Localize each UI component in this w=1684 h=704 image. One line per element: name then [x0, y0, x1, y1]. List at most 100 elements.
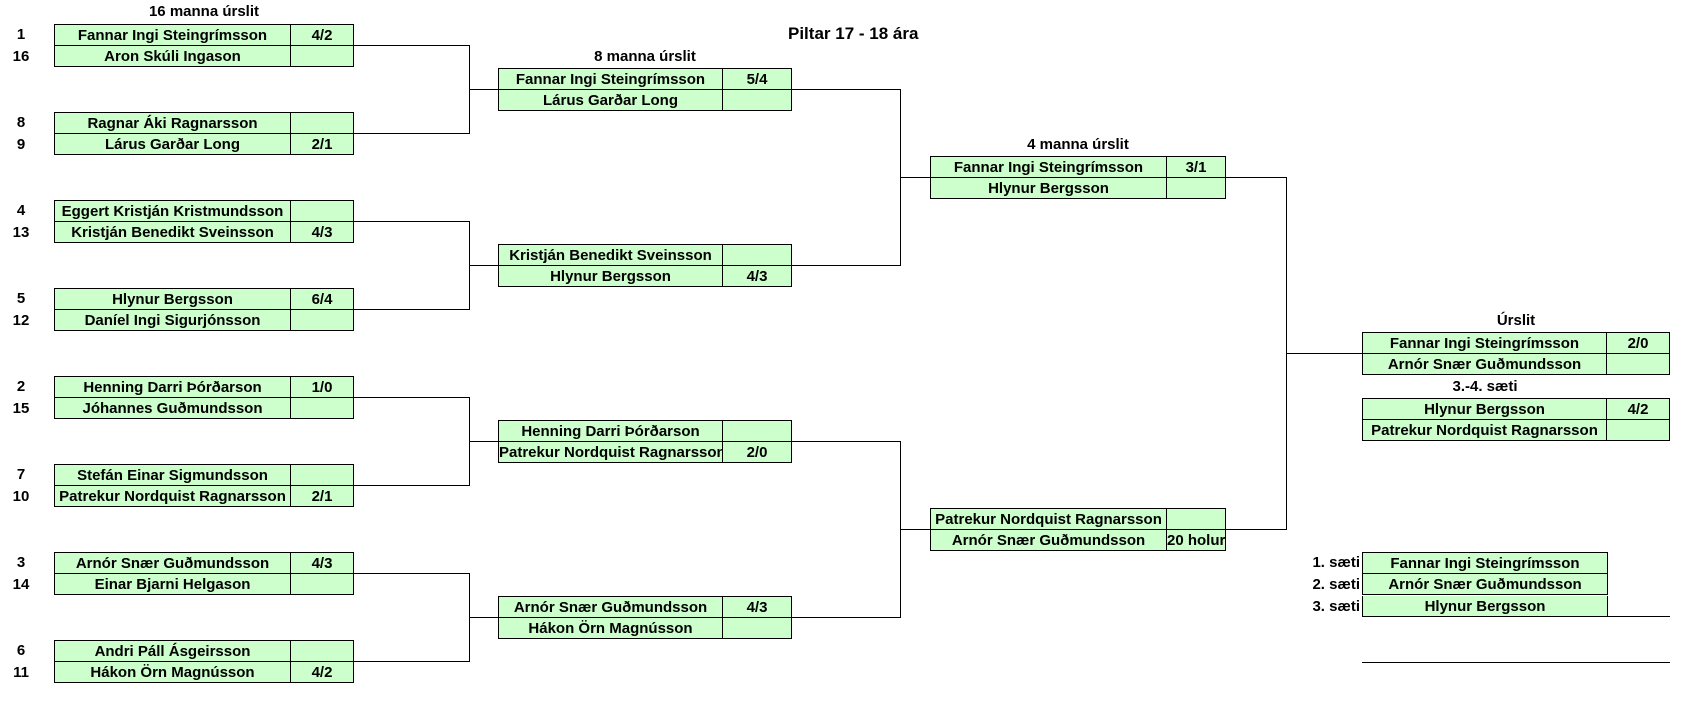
r16-slot-3: Ragnar Áki Ragnarsson [54, 112, 354, 134]
final-slot-1: Fannar Ingi Steingrímsson 2/0 [1362, 332, 1670, 354]
player-name: Arnór Snær Guðmundsson [499, 597, 723, 617]
match-score [291, 465, 353, 485]
connector-line [469, 89, 498, 90]
player-name: Kristján Benedikt Sveinsson [55, 222, 291, 242]
player-name: Patrekur Nordquist Ragnarsson [1363, 420, 1607, 440]
player-name: Patrekur Nordquist Ragnarsson [931, 509, 1167, 529]
r16-slot-9: Henning Darri Þórðarson 1/0 [54, 376, 354, 398]
placing-label: 1. sæti [1312, 554, 1360, 571]
connector-line [1286, 353, 1362, 354]
round-header-sf: 4 manna úrslit [1027, 136, 1129, 153]
player-name: Ragnar Áki Ragnarsson [55, 113, 291, 133]
divider [1608, 616, 1670, 617]
third-slot-2: Patrekur Nordquist Ragnarsson [1362, 420, 1670, 441]
qf-slot-1: Fannar Ingi Steingrímsson 5/4 [498, 68, 792, 90]
seed-number: 12 [12, 312, 30, 329]
sf-slot-1: Fannar Ingi Steingrímsson 3/1 [930, 156, 1226, 178]
placing-label: 3. sæti [1312, 598, 1360, 615]
match-score [291, 310, 353, 330]
match-score [723, 618, 791, 638]
match-score [291, 46, 353, 66]
round-header-qf: 8 manna úrslit [594, 48, 696, 65]
qf-slot-4: Hlynur Bergsson 4/3 [498, 266, 792, 287]
seed-number: 9 [16, 136, 26, 153]
seed-number: 10 [12, 488, 30, 505]
match-score [1607, 420, 1669, 440]
r16-slot-12: Patrekur Nordquist Ragnarsson 2/1 [54, 486, 354, 507]
player-name: Arnór Snær Guðmundsson [931, 530, 1167, 550]
match-score: 4/3 [311, 555, 333, 572]
player-name: Andri Páll Ásgeirsson [55, 641, 291, 661]
r16-slot-6: Kristján Benedikt Sveinsson 4/3 [54, 222, 354, 243]
divider [1362, 662, 1670, 663]
qf-slot-5: Henning Darri Þórðarson [498, 420, 792, 442]
connector-line [792, 617, 901, 618]
match-score [291, 574, 353, 594]
seed-number: 3 [16, 554, 26, 571]
player-name: Fannar Ingi Steingrímsson [1363, 333, 1607, 353]
r16-slot-2: Aron Skúli Ingason [54, 46, 354, 67]
player-name: Kristján Benedikt Sveinsson [499, 245, 723, 265]
match-score: 6/4 [311, 291, 333, 308]
placing-name: Hlynur Bergsson [1362, 596, 1608, 617]
player-name: Hlynur Bergsson [931, 178, 1167, 198]
third-slot-1: Hlynur Bergsson 4/2 [1362, 398, 1670, 420]
player-name: Fannar Ingi Steingrímsson [55, 25, 291, 45]
connector-line [354, 133, 470, 134]
r16-slot-15: Andri Páll Ásgeirsson [54, 640, 354, 662]
player-name: Henning Darri Þórðarson [499, 421, 723, 441]
final-slot-2: Arnór Snær Guðmundsson [1362, 354, 1670, 375]
connector-line [354, 485, 470, 486]
sf-slot-3: Patrekur Nordquist Ragnarsson [930, 508, 1226, 530]
seed-number: 5 [16, 290, 26, 307]
player-name: Jóhannes Guðmundsson [55, 398, 291, 418]
match-score [291, 113, 353, 133]
seed-number: 4 [16, 202, 26, 219]
player-name: Lárus Garðar Long [55, 134, 291, 154]
qf-slot-6: Patrekur Nordquist Ragnarsson 2/0 [498, 442, 792, 463]
seed-number: 15 [12, 400, 30, 417]
match-score: 2/1 [311, 488, 333, 505]
r16-slot-1: Fannar Ingi Steingrímsson 4/2 [54, 24, 354, 46]
page-title: Piltar 17 - 18 ára [788, 24, 919, 43]
match-score [291, 641, 353, 661]
r16-slot-7: Hlynur Bergsson 6/4 [54, 288, 354, 310]
match-score: 4/2 [1627, 401, 1649, 418]
seed-number: 8 [16, 114, 26, 131]
player-name: Daníel Ingi Sigurjónsson [55, 310, 291, 330]
connector-line [354, 573, 470, 574]
connector-line [469, 265, 498, 266]
match-score [723, 245, 791, 265]
player-name: Hákon Örn Magnússon [499, 618, 723, 638]
match-score: 2/1 [311, 136, 333, 153]
qf-slot-8: Hákon Örn Magnússon [498, 618, 792, 639]
player-name: Hákon Örn Magnússon [55, 662, 291, 682]
seed-number: 13 [12, 224, 30, 241]
seed-number: 14 [12, 576, 30, 593]
connector-line [1226, 177, 1287, 178]
connector-line [900, 177, 930, 178]
r16-slot-8: Daníel Ingi Sigurjónsson [54, 310, 354, 331]
sf-slot-2: Hlynur Bergsson [930, 178, 1226, 199]
match-score: 5/4 [746, 71, 768, 88]
match-score [1167, 509, 1225, 529]
seed-number: 2 [16, 378, 26, 395]
seed-number: 6 [16, 642, 26, 659]
placing-name: Arnór Snær Guðmundsson [1362, 574, 1608, 595]
seed-number: 1 [16, 26, 26, 43]
connector-line [792, 265, 901, 266]
match-score [723, 90, 791, 110]
match-score: 2/0 [746, 444, 768, 461]
connector-line [469, 441, 498, 442]
player-name: Fannar Ingi Steingrímsson [931, 157, 1167, 177]
placing-name: Fannar Ingi Steingrímsson [1362, 552, 1608, 574]
round-header-third: 3.-4. sæti [1452, 378, 1518, 395]
player-name: Hlynur Bergsson [1363, 399, 1607, 419]
connector-line [354, 661, 470, 662]
player-name: Fannar Ingi Steingrímsson [499, 69, 723, 89]
qf-slot-3: Kristján Benedikt Sveinsson [498, 244, 792, 266]
player-name: Arnór Snær Guðmundsson [1363, 354, 1607, 374]
qf-slot-7: Arnór Snær Guðmundsson 4/3 [498, 596, 792, 618]
match-score: 2/0 [1627, 335, 1649, 352]
match-score: 4/3 [746, 599, 768, 616]
